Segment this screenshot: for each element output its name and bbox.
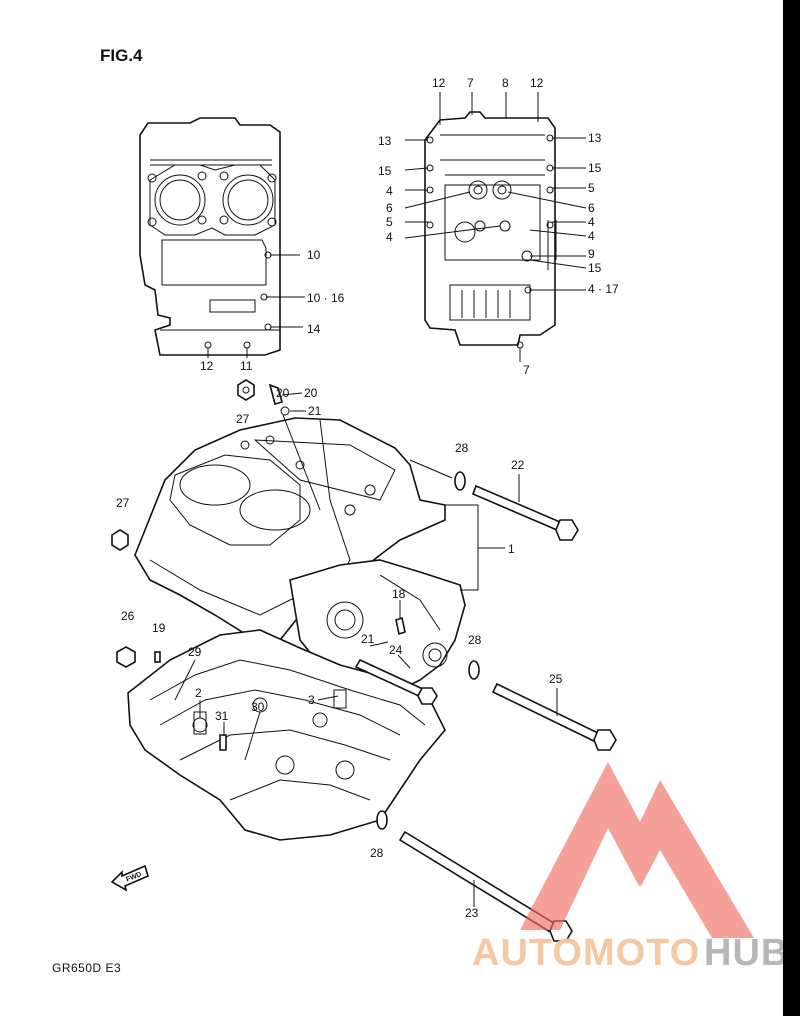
nut-27-side: [111, 529, 129, 551]
callout-10: 10: [307, 248, 321, 262]
callout-4-left-a: 4: [386, 184, 393, 198]
automotohub-logo: [520, 762, 754, 938]
callout-10-16: 10 · 16: [307, 291, 345, 305]
callout-9: 9: [588, 247, 595, 261]
callout-13-right: 13: [588, 131, 602, 145]
callout-4-17: 4 · 17: [588, 282, 619, 296]
callout-12-top-left: 12: [432, 76, 446, 90]
callout-29: 29: [188, 645, 202, 659]
callout-21-lower: 21: [361, 632, 375, 646]
callout-1: 1: [508, 542, 515, 556]
washer-28-mid: [468, 660, 480, 680]
callout-23: 23: [465, 906, 479, 920]
callout-3: 3: [308, 693, 315, 707]
callout-26: 26: [121, 609, 135, 623]
callout-7-top: 7: [467, 76, 474, 90]
callout-20: 20: [276, 386, 290, 400]
callout-21-upper: 21: [308, 404, 322, 418]
callout-15-left: 15: [378, 164, 392, 178]
dowel-21-upper: [280, 406, 290, 416]
upper-crankcase-bolt-layout: [139, 117, 305, 358]
lower-crankcase-bolt-layout: [404, 92, 587, 362]
stud-20: [268, 383, 283, 405]
callout-7-bottom: 7: [523, 363, 530, 377]
bolt-25: [491, 682, 617, 751]
callout-11: 11: [240, 359, 253, 373]
callout-20: 20: [304, 386, 318, 400]
callout-15-bottom: 15: [588, 261, 602, 275]
callout-22: 22: [511, 458, 525, 472]
callout-12-top-right: 12: [530, 76, 544, 90]
washer-28-top: [454, 471, 466, 491]
callout-24: 24: [389, 643, 403, 657]
callout-6-left: 6: [386, 201, 393, 215]
callout-12-left: 12: [200, 359, 214, 373]
nut-26: [116, 646, 136, 668]
model-code: GR650D E3: [52, 961, 121, 975]
callout-5-right: 5: [588, 181, 595, 195]
lower-crankcase: [127, 629, 446, 841]
callout-4-right-b: 4: [588, 229, 595, 243]
callout-28-top: 28: [455, 441, 469, 455]
callout-25: 25: [549, 672, 563, 686]
callout-18: 18: [392, 587, 406, 601]
callout-27-side: 27: [116, 496, 130, 510]
figure-title: FIG.4: [100, 46, 143, 65]
callout-4-left-b: 4: [386, 230, 393, 244]
callout-2: 2: [195, 686, 202, 700]
callout-6-right: 6: [588, 201, 595, 215]
callout-5-left: 5: [386, 215, 393, 229]
washer-28-bottom: [376, 810, 388, 830]
callout-31: 31: [215, 709, 229, 723]
bolt-22: [471, 484, 579, 541]
callout-14: 14: [307, 322, 321, 336]
page-edge-border: [783, 0, 800, 1016]
nut-27-upper: [237, 379, 255, 401]
callout-13-left: 13: [378, 134, 392, 148]
callout-4-right-a: 4: [588, 215, 595, 229]
callout-8: 8: [502, 76, 509, 90]
dowel-19: [154, 651, 161, 663]
watermark-automoto: AUTOMOTO: [472, 932, 700, 974]
callout-28-mid: 28: [468, 633, 482, 647]
callout-30: 30: [251, 700, 265, 714]
bolt-31: [219, 734, 227, 751]
callout-28-bottom: 28: [370, 846, 384, 860]
callout-27-upper: 27: [236, 412, 250, 426]
callout-19: 19: [152, 621, 166, 635]
watermark-hub: HUB: [704, 932, 789, 974]
forward-arrow-icon: FWD: [110, 864, 149, 892]
callout-15-right: 15: [588, 161, 602, 175]
stud-18: [395, 616, 406, 636]
